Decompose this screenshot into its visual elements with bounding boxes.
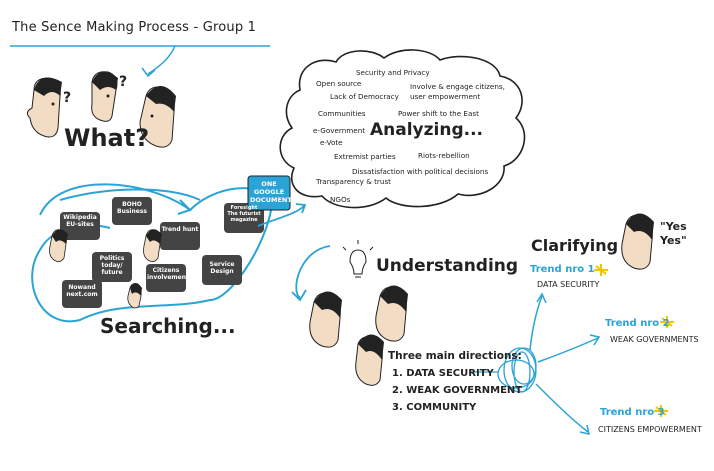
- face-searching-mid: [143, 229, 162, 262]
- direction-3: 3. COMMUNITY: [392, 402, 477, 413]
- item-dissatisfaction: Dissatisfaction with political decisions: [352, 167, 489, 176]
- label-what: What?: [64, 124, 150, 152]
- arrowhead-cloud: [295, 203, 307, 214]
- page-title: The Sence Making Process - Group 1: [12, 20, 257, 35]
- arrow-to-understanding: [295, 245, 331, 299]
- label-analyzing: Analyzing...: [370, 120, 484, 140]
- spark-icon-1: [594, 264, 608, 276]
- item-transparency: Transparency & trust: [316, 177, 392, 186]
- label-clarifying: Clarifying: [531, 236, 619, 255]
- google-doc-label: ONE GOOGLE DOCUMENT: [250, 180, 292, 204]
- direction-2: 2. WEAK GOVERNMENT: [392, 385, 523, 396]
- bulb-icon: [342, 240, 374, 278]
- item-involve-citizens: Involve & engage citizens,: [410, 82, 505, 91]
- trend-1-name: DATA SECURITY: [537, 280, 600, 289]
- direction-1: 1. DATA SECURITY: [392, 368, 494, 379]
- spark-icon-2: [660, 316, 674, 328]
- arrowhead-understanding: [291, 289, 307, 302]
- screen-boho: BOHO Business: [117, 201, 147, 215]
- arrow-title-to-what: [147, 45, 176, 75]
- search-arrowhead: [177, 199, 192, 215]
- screen-service-design: Service Design: [209, 261, 235, 275]
- question-mark-1: ?: [63, 90, 72, 106]
- label-understanding: Understanding: [376, 256, 519, 276]
- screen-politics: Politics today/ future: [99, 255, 125, 276]
- search-loop-2: [59, 188, 201, 201]
- arrowhead-trend-2: [589, 334, 601, 346]
- item-e-vote: e-Vote: [320, 138, 343, 147]
- item-communities: Communities: [318, 109, 366, 118]
- arrowhead-what: [141, 67, 156, 78]
- item-user-empowerment: user empowerment: [410, 92, 481, 101]
- trend-1-label: Trend nro 1: [530, 264, 595, 275]
- screen-wikipedia: Wikipedia EU-sites: [63, 214, 97, 228]
- spark-icon-3: [654, 405, 668, 417]
- face-left-what: [26, 77, 62, 138]
- google-doc-box: [247, 175, 291, 211]
- item-open-source: Open source: [316, 79, 362, 88]
- item-lack-democracy: Lack of Democracy: [330, 92, 399, 101]
- screen-foresight: Foresight The futurist magazine: [227, 205, 261, 223]
- face-searching-left: [49, 229, 68, 262]
- face-searching-bottom: [127, 283, 142, 309]
- arrow-trend-2: [537, 337, 599, 363]
- item-security-privacy: Security and Privacy: [356, 68, 430, 77]
- face-right-what: [139, 86, 176, 148]
- arrowhead-trend-1: [536, 292, 547, 304]
- screen-nowandnext: Nowand next.com: [66, 284, 98, 298]
- search-loop-1: [31, 183, 273, 323]
- scribble-knot: [497, 347, 537, 393]
- face-understanding-left: [309, 291, 342, 348]
- trend-2-name: WEAK GOVERNMENTS: [610, 335, 699, 344]
- analyzing-cloud: [279, 49, 526, 209]
- arrow-trend-1: [529, 295, 543, 351]
- face-understanding-right: [375, 285, 408, 342]
- screen-citizens: Citizens involvement: [147, 267, 189, 281]
- face-clarifying: [621, 213, 654, 270]
- item-e-government: e-Government: [313, 126, 366, 135]
- trend-2-label: Trend nro 2: [605, 318, 670, 329]
- screen-trend-hunt: Trend hunt: [161, 226, 199, 233]
- item-riots: Riots-rebellion: [418, 151, 470, 160]
- label-searching: Searching...: [100, 314, 236, 338]
- arrow-doc-to-cloud: [257, 205, 305, 227]
- face-understanding-bottom: [355, 334, 384, 386]
- item-extremist-parties: Extremist parties: [334, 152, 396, 161]
- arrow-trend-3: [535, 383, 589, 433]
- arrowhead-trend-3: [579, 424, 590, 435]
- directions-heading: Three main directions:: [388, 350, 522, 362]
- question-mark-2: ?: [119, 74, 128, 90]
- item-ngos: NGOs: [330, 195, 351, 204]
- trend-3-label: Trend nro 3: [600, 407, 665, 418]
- trend-3-name: CITIZENS EMPOWERMENT: [598, 425, 702, 434]
- face-middle-what: [91, 71, 118, 122]
- quote-yes: "Yes Yes": [660, 220, 687, 247]
- item-power-shift: Power shift to the East: [398, 109, 479, 118]
